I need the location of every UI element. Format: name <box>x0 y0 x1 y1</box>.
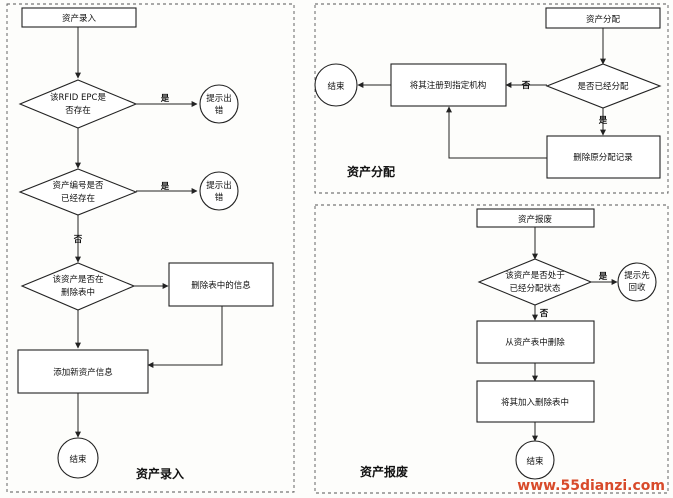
recycle-prompt-terminator <box>617 262 657 302</box>
scrap-yes-label: 是 <box>598 271 608 282</box>
delete-info-box <box>168 262 274 307</box>
already-assigned-label: 是否已经分配 <box>577 81 629 92</box>
edge-delinfo-to-add <box>147 306 223 368</box>
delete-record-box <box>546 135 661 179</box>
add-to-deleted-box <box>476 380 595 423</box>
remove-from-table-box <box>476 320 595 364</box>
assign-no-label: 否 <box>521 81 531 91</box>
register-org-box <box>390 63 507 107</box>
error2-line2: 错 <box>215 192 224 203</box>
deleted-decision-line2: 删除表中 <box>61 287 95 298</box>
error1-terminator <box>199 84 239 124</box>
epc-decision-line2: 否存在 <box>65 105 91 116</box>
code-no-label: 否 <box>73 235 83 245</box>
error2-terminator <box>199 171 239 211</box>
code-decision-line1: 资产编号是否 <box>52 180 104 191</box>
register-org-label: 将其注册到指定机构 <box>410 80 487 91</box>
error1-line1: 提示出 <box>206 93 232 104</box>
already-assigned-decision <box>545 63 662 109</box>
assign-panel-title: 资产分配 <box>347 164 395 179</box>
state-decision-line2: 已经分配状态 <box>509 283 561 294</box>
entry-end-terminator <box>57 437 99 479</box>
assign-end-label: 结束 <box>327 81 345 92</box>
scrap-panel-frame <box>314 204 669 494</box>
scrap-start-box <box>476 208 595 228</box>
entry-end-label: 结束 <box>69 454 87 465</box>
deleted-decision-line1: 该资产是否在 <box>52 274 103 285</box>
scrap-flow: 资产报废 该资产是否处于 已经分配状态 是 提示先 回收 否 从资产表中删除 将… <box>360 208 657 480</box>
assign-panel-frame <box>314 3 669 194</box>
state-decision-line1: 该资产是否处于 <box>505 270 565 281</box>
assign-yes-label: 是 <box>598 115 608 126</box>
entry-panel-title: 资产录入 <box>136 466 184 481</box>
code-yes-label: 是 <box>160 181 170 192</box>
edge-delete-to-register <box>446 106 547 159</box>
epc-yes-label: 是 <box>160 93 170 104</box>
assign-start-box <box>545 7 661 29</box>
delete-record-label: 删除原分配记录 <box>573 152 633 163</box>
scrap-end-terminator <box>515 440 555 480</box>
epc-exists-decision <box>18 79 138 129</box>
add-asset-label: 添加新资产信息 <box>53 367 113 378</box>
prompt-line1: 提示先 <box>624 270 650 281</box>
add-to-deleted-label: 将其加入删除表中 <box>501 397 569 408</box>
prompt-line2: 回收 <box>628 282 646 293</box>
code-decision-line2: 已经存在 <box>61 193 95 204</box>
epc-decision-line1: 该RFID EPC是 <box>50 92 106 103</box>
assign-end-terminator <box>314 63 358 107</box>
assign-start-label: 资产分配 <box>586 14 621 25</box>
scrap-end-label: 结束 <box>526 456 544 467</box>
scrap-panel-title: 资产报废 <box>360 464 408 479</box>
scrap-start-label: 资产报废 <box>518 214 553 225</box>
error2-line1: 提示出 <box>206 180 232 191</box>
delete-info-label: 删除表中的信息 <box>191 280 251 291</box>
entry-panel-frame <box>6 3 295 493</box>
assigned-state-decision <box>477 258 593 306</box>
scrap-no-label: 否 <box>539 309 549 319</box>
remove-from-table-label: 从资产表中删除 <box>505 337 565 348</box>
error1-line2: 错 <box>215 105 224 116</box>
add-asset-box <box>17 349 149 394</box>
entry-start-label: 资产录入 <box>62 13 97 24</box>
code-exists-decision <box>18 168 138 216</box>
assign-flow: 资产分配 是否已经分配 否 是 将其注册到指定机构 删除原分配记录 结束 资产分… <box>314 7 662 179</box>
entry-flow: 资产录入 该RFID EPC是 否存在 是 提示出 错 资产编号是否 已经存在 … <box>17 7 274 481</box>
watermark: www.55dianzi.com <box>517 478 665 494</box>
entry-start-box <box>21 7 137 28</box>
in-deleted-decision <box>20 262 136 311</box>
